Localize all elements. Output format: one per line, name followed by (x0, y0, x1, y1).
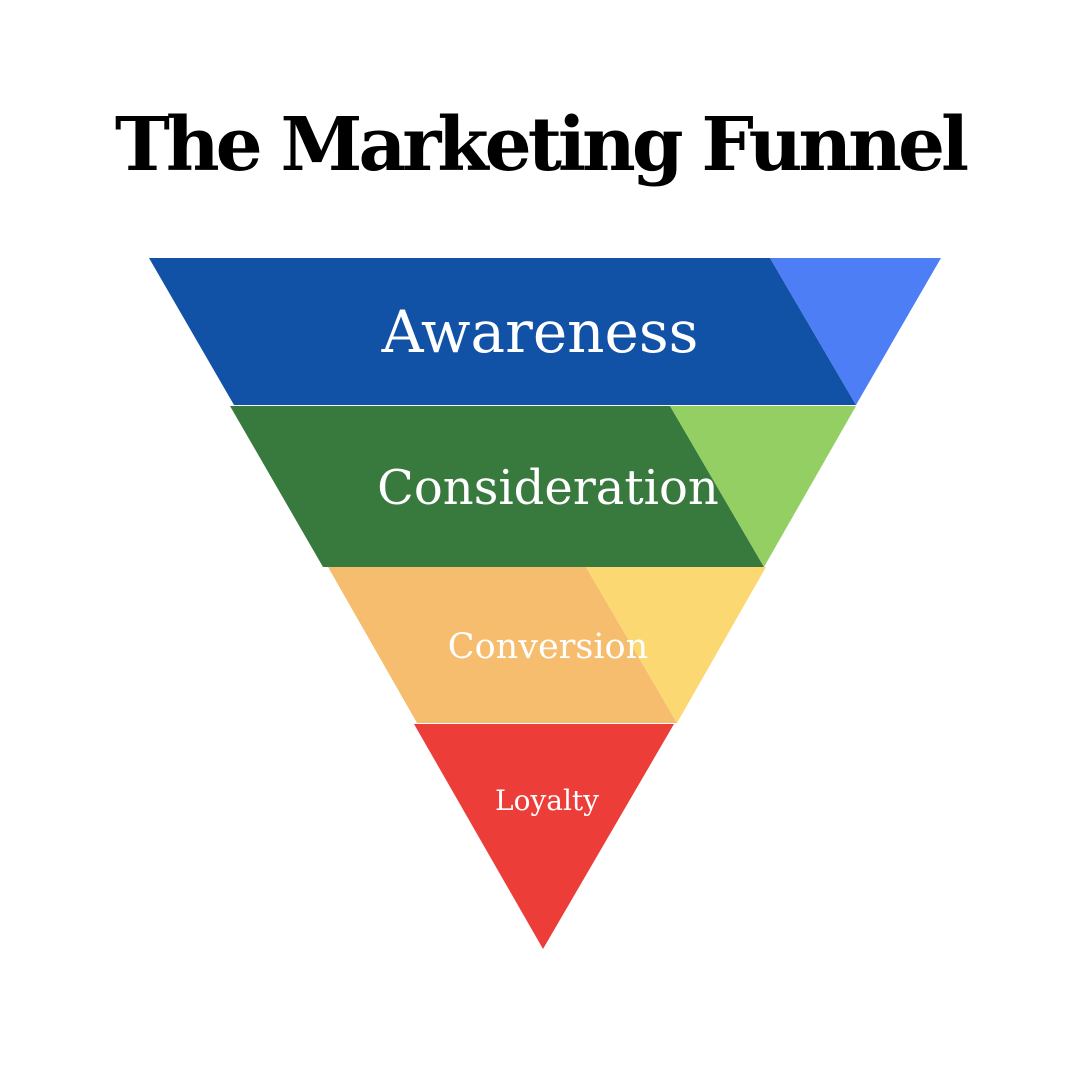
funnel-stage-awareness: Awareness (149, 258, 941, 405)
funnel-stage-consideration: Consideration (230, 406, 856, 567)
awareness-accent (770, 258, 941, 405)
conversion-band (328, 567, 677, 723)
awareness-band (149, 258, 856, 405)
conversion-accent (586, 567, 766, 723)
loyalty-triangle (414, 724, 674, 949)
conversion-label: Conversion (448, 627, 648, 667)
funnel-stage-loyalty: Loyalty (414, 724, 674, 949)
page-title: The Marketing Funnel (114, 102, 969, 188)
loyalty-label: Loyalty (495, 784, 599, 817)
consideration-label: Consideration (377, 460, 719, 516)
funnel-stage-conversion: Conversion (328, 567, 766, 723)
awareness-label: Awareness (381, 298, 699, 366)
consideration-band (230, 406, 764, 567)
consideration-accent (670, 406, 856, 567)
